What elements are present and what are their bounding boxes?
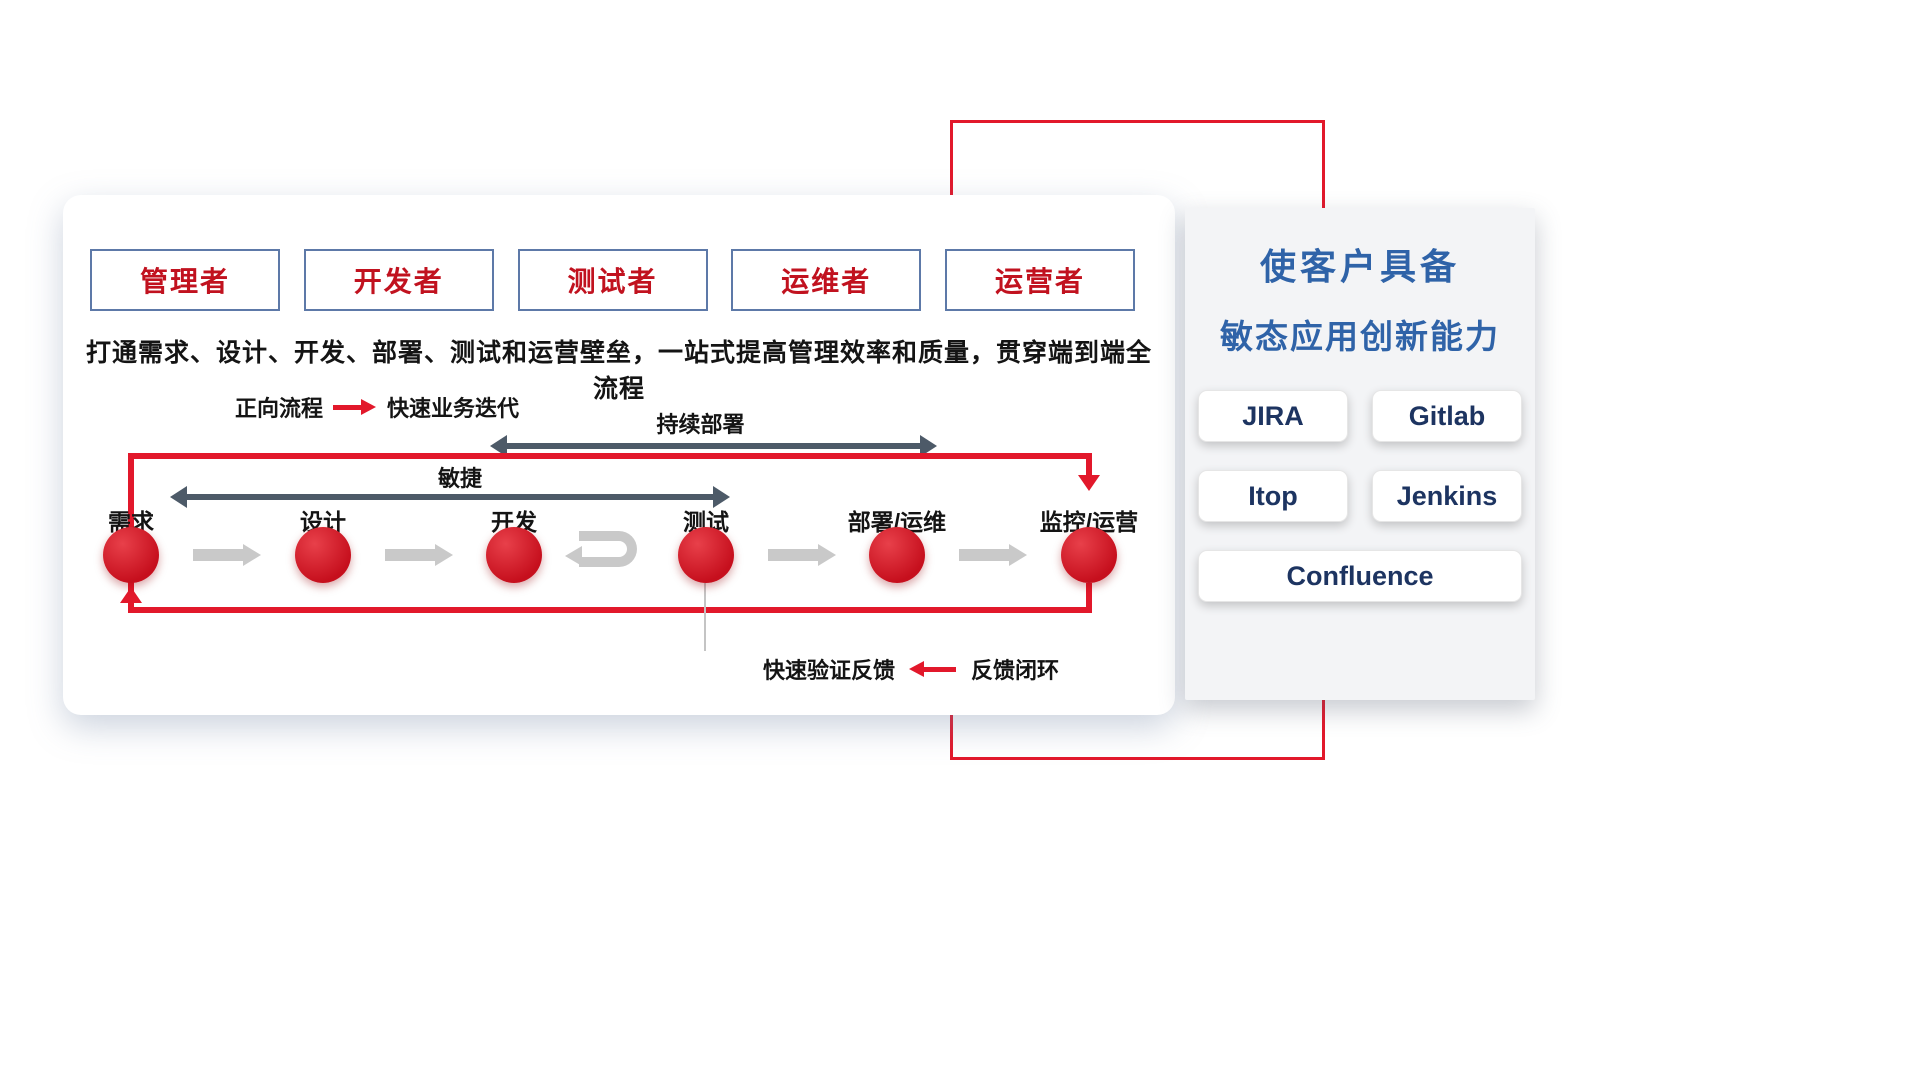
node-deploy-ops [869,527,925,583]
role-box-developer: 开发者 [303,249,494,311]
feedback-value: 反馈闭环 [971,658,1060,683]
iteration-loop-arrow-icon [565,531,637,567]
tool-chip-jira: JIRA [1198,390,1348,442]
role-label: 管理者 [139,266,230,297]
loop-down-arrow-icon [1078,475,1100,491]
tool-chip-gitlab: Gitlab [1372,390,1522,442]
flow-arrow-icon [959,544,1027,566]
role-box-manager: 管理者 [90,249,280,311]
loop-top-line [128,453,1092,459]
loop-monitor-outlet-line [1086,583,1092,607]
loop-up-arrow-icon [120,587,142,603]
tools-grid: JIRA Gitlab Itop Jenkins Confluence [1198,390,1522,602]
devops-workflow-card: 管理者 开发者 测试者 运维者 运营者 打通需求、设计、开发、部署、测试和运营壁… [63,195,1175,715]
tool-chip-jenkins: Jenkins [1372,470,1522,522]
agile-span-arrow-icon [170,486,730,508]
flow-arrow-icon [385,544,453,566]
panel-title-line1: 使客户具备 [1259,246,1460,287]
role-box-tester: 测试者 [517,249,708,311]
continuous-deploy-span-arrow-icon [490,435,937,457]
tool-chip-confluence: Confluence [1198,550,1522,602]
role-label: 开发者 [353,266,444,297]
test-feedback-connector [704,583,706,651]
feedback-label: 快速验证反馈 [763,658,896,683]
forward-flow-value: 快速业务迭代 [387,396,520,421]
role-label: 运营者 [994,266,1085,297]
node-requirement [103,527,159,583]
continuous-deploy-label: 持续部署 [656,412,745,437]
node-monitor-operate [1061,527,1117,583]
node-design [295,527,351,583]
panel-title-line2: 敏态应用创新能力 [1220,318,1500,355]
role-box-operations: 运营者 [945,249,1135,311]
node-test [678,527,734,583]
tool-chip-itop: Itop [1198,470,1348,522]
forward-flow-legend: 正向流程 快速业务迭代 [235,391,519,423]
role-label: 运维者 [781,266,872,297]
agile-label: 敏捷 [437,466,482,491]
flow-arrow-icon [768,544,836,566]
feedback-legend: 快速验证反馈 反馈闭环 [763,653,1059,685]
flow-arrow-icon [193,544,261,566]
roles-row: 管理者 开发者 测试者 运维者 运营者 [90,249,1135,311]
description-text: 打通需求、设计、开发、部署、测试和运营壁垒，一站式提高管理效率和质量，贯穿端到端… [85,339,1152,403]
forward-arrow-icon [333,399,377,415]
node-develop [486,527,542,583]
role-label: 测试者 [567,266,658,297]
role-box-ops: 运维者 [731,249,922,311]
forward-flow-label: 正向流程 [235,396,324,421]
loop-bottom-line [128,607,1092,613]
loop-monitor-inlet-line [1086,459,1092,475]
feedback-arrow-icon [909,661,957,677]
capability-panel: 使客户具备 敏态应用创新能力 JIRA Gitlab Itop Jenkins … [1185,208,1535,700]
